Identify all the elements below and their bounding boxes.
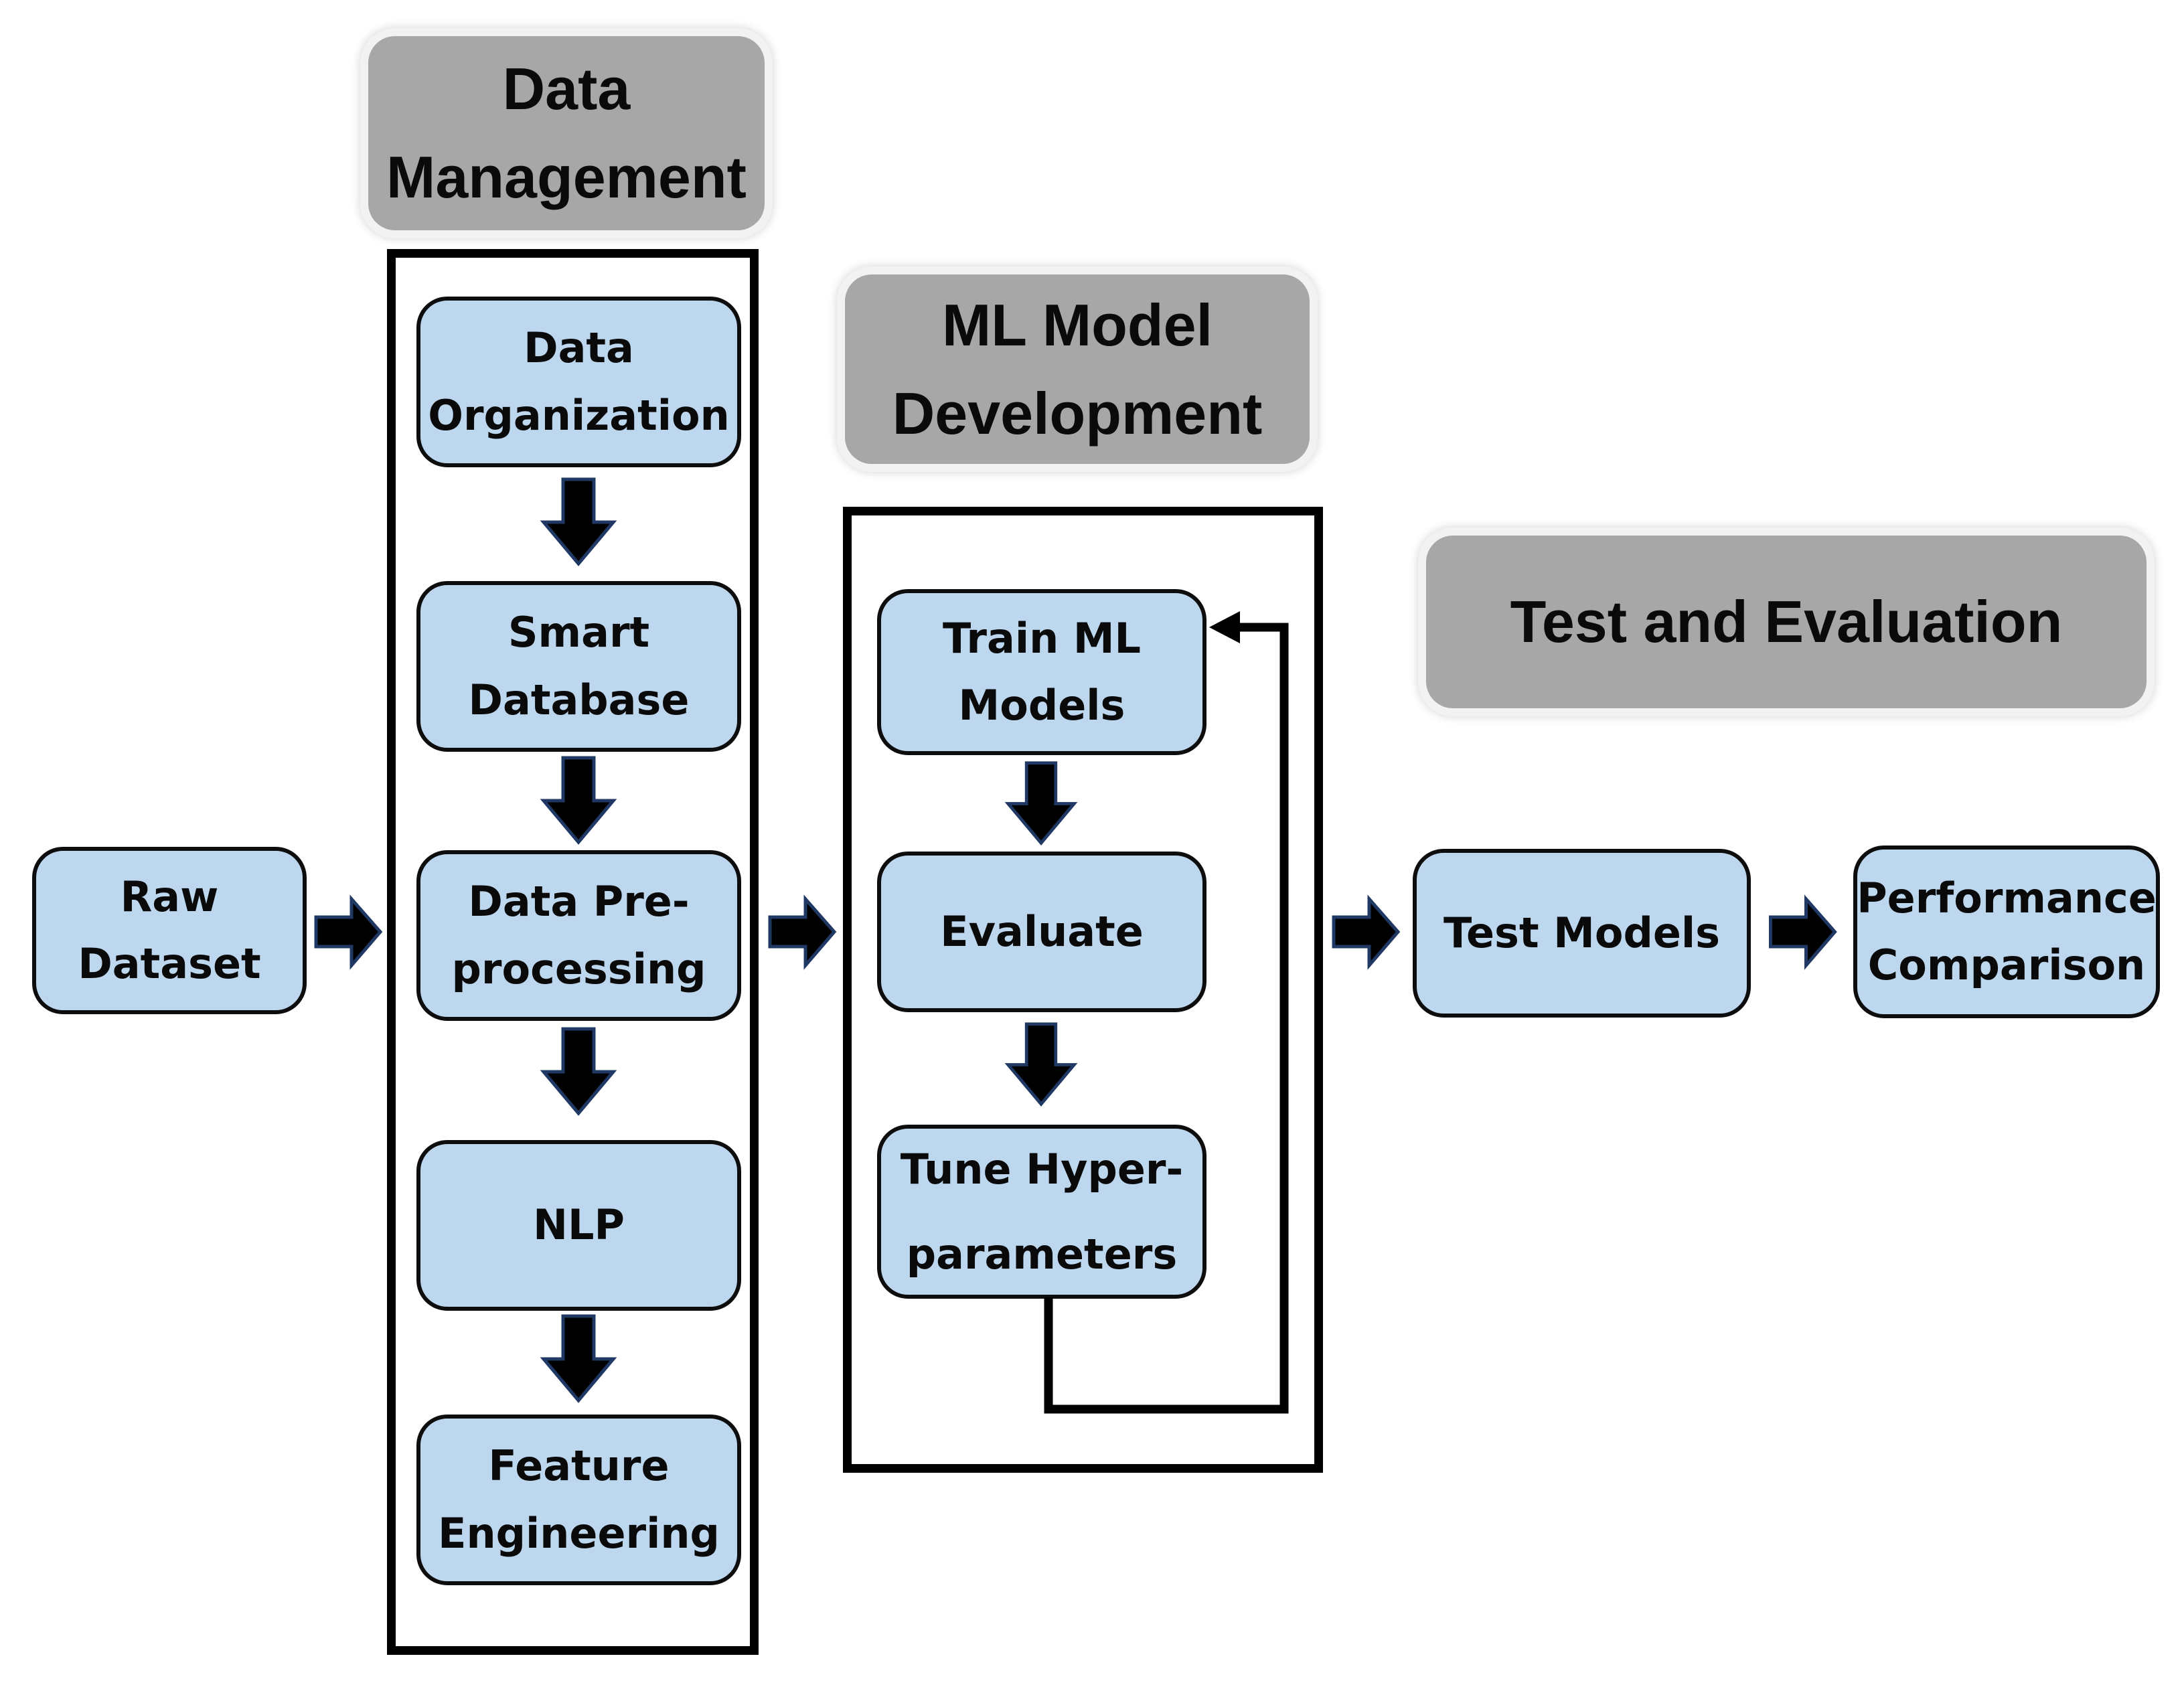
node-label: Tune Hyper- bbox=[900, 1144, 1184, 1194]
down-arrow-evaluate-to-tune-hyperparameters bbox=[1004, 1022, 1078, 1107]
node-raw-dataset: Raw Dataset bbox=[32, 847, 307, 1014]
node-label: Evaluate bbox=[940, 906, 1144, 956]
node-tune-hyperparameters: Tune Hyper- parameters bbox=[877, 1125, 1206, 1299]
node-label: Train ML bbox=[942, 613, 1142, 663]
stage-header-label: Data bbox=[502, 56, 631, 122]
node-performance-comparison: Performance Comparison bbox=[1853, 846, 2160, 1018]
node-label: Dataset bbox=[78, 939, 261, 988]
node-label: Feature bbox=[488, 1441, 670, 1491]
node-label: NLP bbox=[533, 1200, 625, 1250]
down-arrow-train-ml-models-to-evaluate bbox=[1004, 761, 1078, 846]
stage-header-label: Management bbox=[386, 144, 747, 210]
node-test-models: Test Models bbox=[1413, 849, 1751, 1018]
stage-header-label: Test and Evaluation bbox=[1510, 588, 2063, 655]
node-label: Performance bbox=[1857, 873, 2157, 922]
node-label: Raw bbox=[120, 872, 219, 921]
node-data-preprocessing: Data Pre- processing bbox=[416, 850, 741, 1021]
down-arrow-data-preprocessing-to-nlp bbox=[540, 1027, 617, 1116]
data-management-container bbox=[387, 249, 759, 1655]
node-smart-database: Smart Database bbox=[416, 581, 741, 752]
node-evaluate: Evaluate bbox=[877, 852, 1206, 1012]
stage-header-label: Development bbox=[892, 380, 1263, 447]
node-train-ml-models: Train ML Models bbox=[877, 589, 1206, 755]
right-arrow-data-management-to-ml-model-development bbox=[768, 894, 837, 970]
right-arrow-ml-model-development-to-test-models bbox=[1332, 894, 1401, 970]
node-label: parameters bbox=[906, 1230, 1178, 1279]
node-label: Models bbox=[958, 681, 1125, 730]
node-label: Organization bbox=[428, 390, 730, 440]
node-label: processing bbox=[451, 944, 706, 993]
node-label: Comparison bbox=[1867, 941, 2146, 989]
down-arrow-data-organization-to-smart-database bbox=[540, 477, 617, 566]
down-arrow-smart-database-to-data-preprocessing bbox=[540, 756, 617, 845]
right-arrow-raw-dataset-to-data-management bbox=[314, 894, 383, 970]
node-label: Data bbox=[524, 323, 634, 373]
ml-model-development-container bbox=[843, 507, 1323, 1473]
feedback-loop-arrow bbox=[1044, 611, 1289, 1414]
node-label: Test Models bbox=[1443, 908, 1721, 957]
right-arrow-test-models-to-performance-comparison bbox=[1769, 894, 1837, 970]
node-data-organization: Data Organization bbox=[416, 297, 741, 467]
stage-header-label: ML Model bbox=[941, 291, 1213, 358]
node-label: Database bbox=[468, 675, 690, 724]
stage-header-data-management: Data Management bbox=[360, 28, 773, 238]
down-arrow-nlp-to-feature-engineering bbox=[540, 1314, 617, 1403]
stage-header-ml-model-development: ML Model Development bbox=[837, 266, 1318, 472]
stage-header-test-and-evaluation: Test and Evaluation bbox=[1418, 528, 2155, 716]
node-label: Smart bbox=[508, 608, 650, 657]
node-label: Engineering bbox=[438, 1508, 720, 1558]
node-nlp: NLP bbox=[416, 1140, 741, 1311]
node-feature-engineering: Feature Engineering bbox=[416, 1415, 741, 1585]
node-label: Data Pre- bbox=[468, 877, 690, 927]
